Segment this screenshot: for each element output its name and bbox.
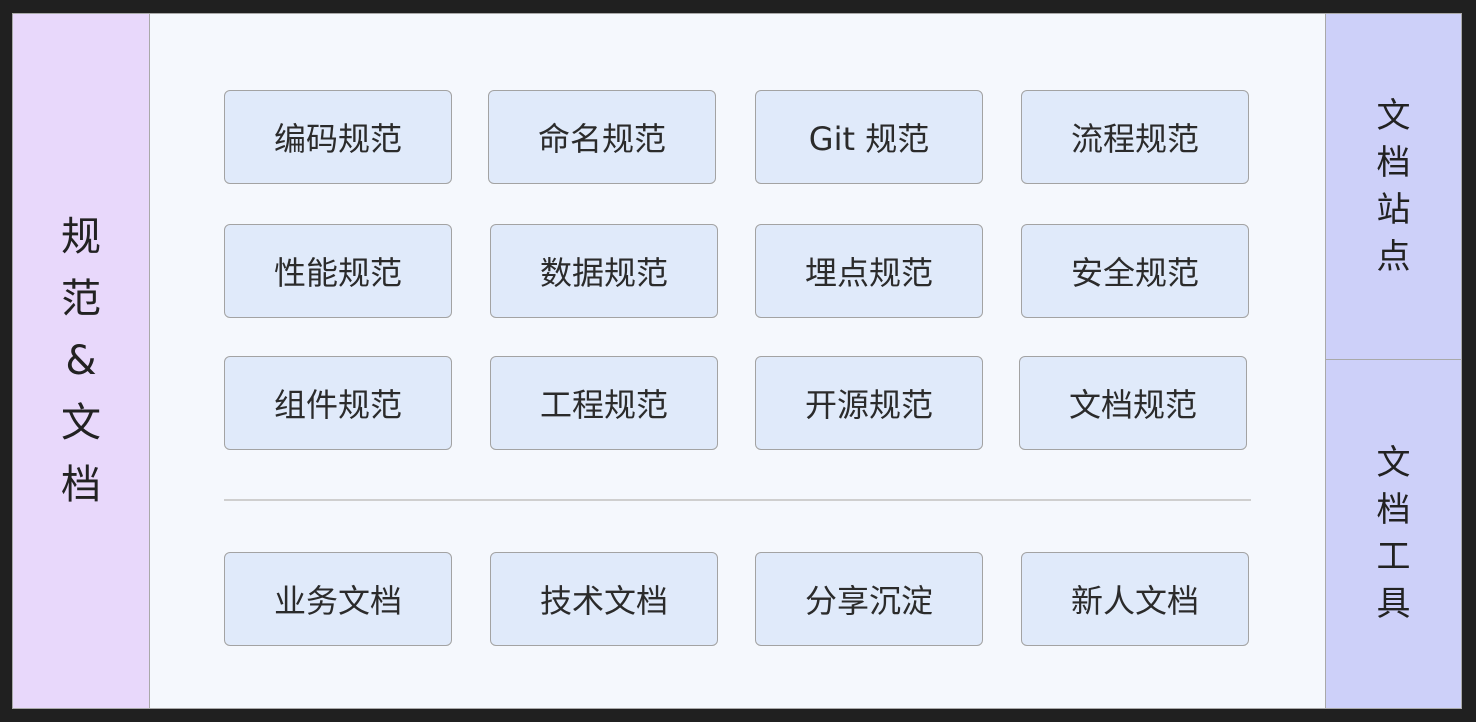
doc-tools-panel: 文 档 工 具	[1325, 359, 1462, 709]
title-char: 档	[61, 462, 101, 508]
node-component-standard: 组件规范	[224, 356, 452, 450]
label-char: 站	[1376, 189, 1411, 230]
doc-site-label: 文 档 站 点	[1377, 93, 1411, 281]
node-tracking-standard: 埋点规范	[755, 224, 983, 318]
label-char: 档	[1376, 142, 1411, 183]
label-char: 档	[1376, 490, 1411, 530]
node-git-standard: Git 规范	[755, 90, 983, 184]
node-performance-standard: 性能规范	[224, 224, 452, 318]
title-char: 范	[61, 276, 101, 322]
node-data-standard: 数据规范	[490, 224, 718, 318]
node-naming-standard: 命名规范	[488, 90, 716, 184]
node-engineering-standard: 工程规范	[490, 356, 718, 450]
node-process-standard: 流程规范	[1021, 90, 1249, 184]
standards-and-docs-panel: 规 范 & 文 档	[12, 13, 150, 709]
node-business-docs: 业务文档	[224, 552, 452, 646]
label-char: 工	[1376, 537, 1411, 577]
node-docs-standard: 文档规范	[1019, 356, 1247, 450]
label-char: 具	[1376, 584, 1411, 624]
title-char: &	[65, 338, 97, 384]
label-char: 文	[1376, 95, 1411, 136]
node-shared-knowledge: 分享沉淀	[755, 552, 983, 646]
node-opensource-standard: 开源规范	[755, 356, 983, 450]
doc-tools-label: 文 档 工 具	[1377, 440, 1411, 628]
title-char: 规	[61, 214, 101, 260]
title-char: 文	[61, 400, 101, 446]
label-char: 点	[1376, 236, 1411, 277]
node-coding-standard: 编码规范	[224, 90, 452, 184]
label-char: 文	[1376, 443, 1411, 483]
section-divider	[224, 499, 1251, 501]
node-onboarding-docs: 新人文档	[1021, 552, 1249, 646]
node-security-standard: 安全规范	[1021, 224, 1249, 318]
node-technical-docs: 技术文档	[490, 552, 718, 646]
doc-site-panel: 文 档 站 点	[1325, 13, 1462, 360]
standards-and-docs-title: 规 范 & 文 档	[61, 206, 101, 516]
